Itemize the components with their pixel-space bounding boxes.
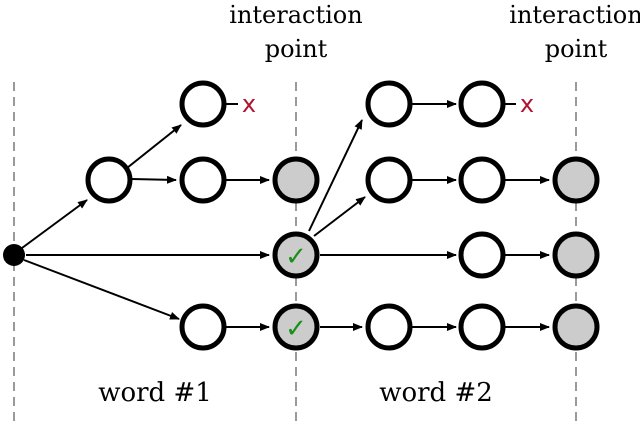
interaction-node-c3 — [272, 231, 320, 279]
node-d1 — [365, 80, 413, 128]
reject-x-icon: x — [242, 90, 256, 118]
accept-check-icon: ✓ — [285, 314, 307, 344]
interaction-point-2-label-line2: point — [545, 35, 608, 63]
node-e3 — [458, 231, 506, 279]
accept-check-icon: ✓ — [285, 242, 307, 272]
edge-a1-b2 — [131, 175, 177, 184]
node-a1 — [85, 156, 133, 204]
node-e4 — [458, 303, 506, 351]
edge-c3-d1 — [308, 119, 363, 232]
nodes — [3, 80, 600, 351]
edge-root-a1 — [21, 199, 88, 249]
interaction-node-f2 — [552, 156, 600, 204]
edge-root-b4 — [23, 259, 180, 320]
edge-a1-b1 — [126, 124, 182, 169]
interaction-node-f4 — [552, 303, 600, 351]
interaction-point-1-label-line2: point — [265, 35, 328, 63]
reject-x-icon: x — [520, 90, 534, 118]
node-b4 — [179, 303, 227, 351]
interaction-node-c2 — [272, 156, 320, 204]
interaction-node-c4 — [272, 303, 320, 351]
edge-c3-d2 — [313, 196, 366, 237]
node-b2 — [179, 156, 227, 204]
node-e2 — [458, 156, 506, 204]
edges — [21, 100, 550, 331]
interaction-point-1-label-line1: interaction — [229, 1, 362, 29]
node-d4 — [365, 303, 413, 351]
root-node — [3, 244, 25, 266]
node-e1 — [458, 80, 506, 128]
interaction-point-2-label-line1: interaction — [509, 1, 640, 29]
node-d2 — [365, 156, 413, 204]
node-b1 — [179, 80, 227, 128]
word-2-label: word #2 — [379, 378, 493, 408]
word-1-label: word #1 — [98, 378, 212, 408]
interaction-node-f3 — [552, 231, 600, 279]
